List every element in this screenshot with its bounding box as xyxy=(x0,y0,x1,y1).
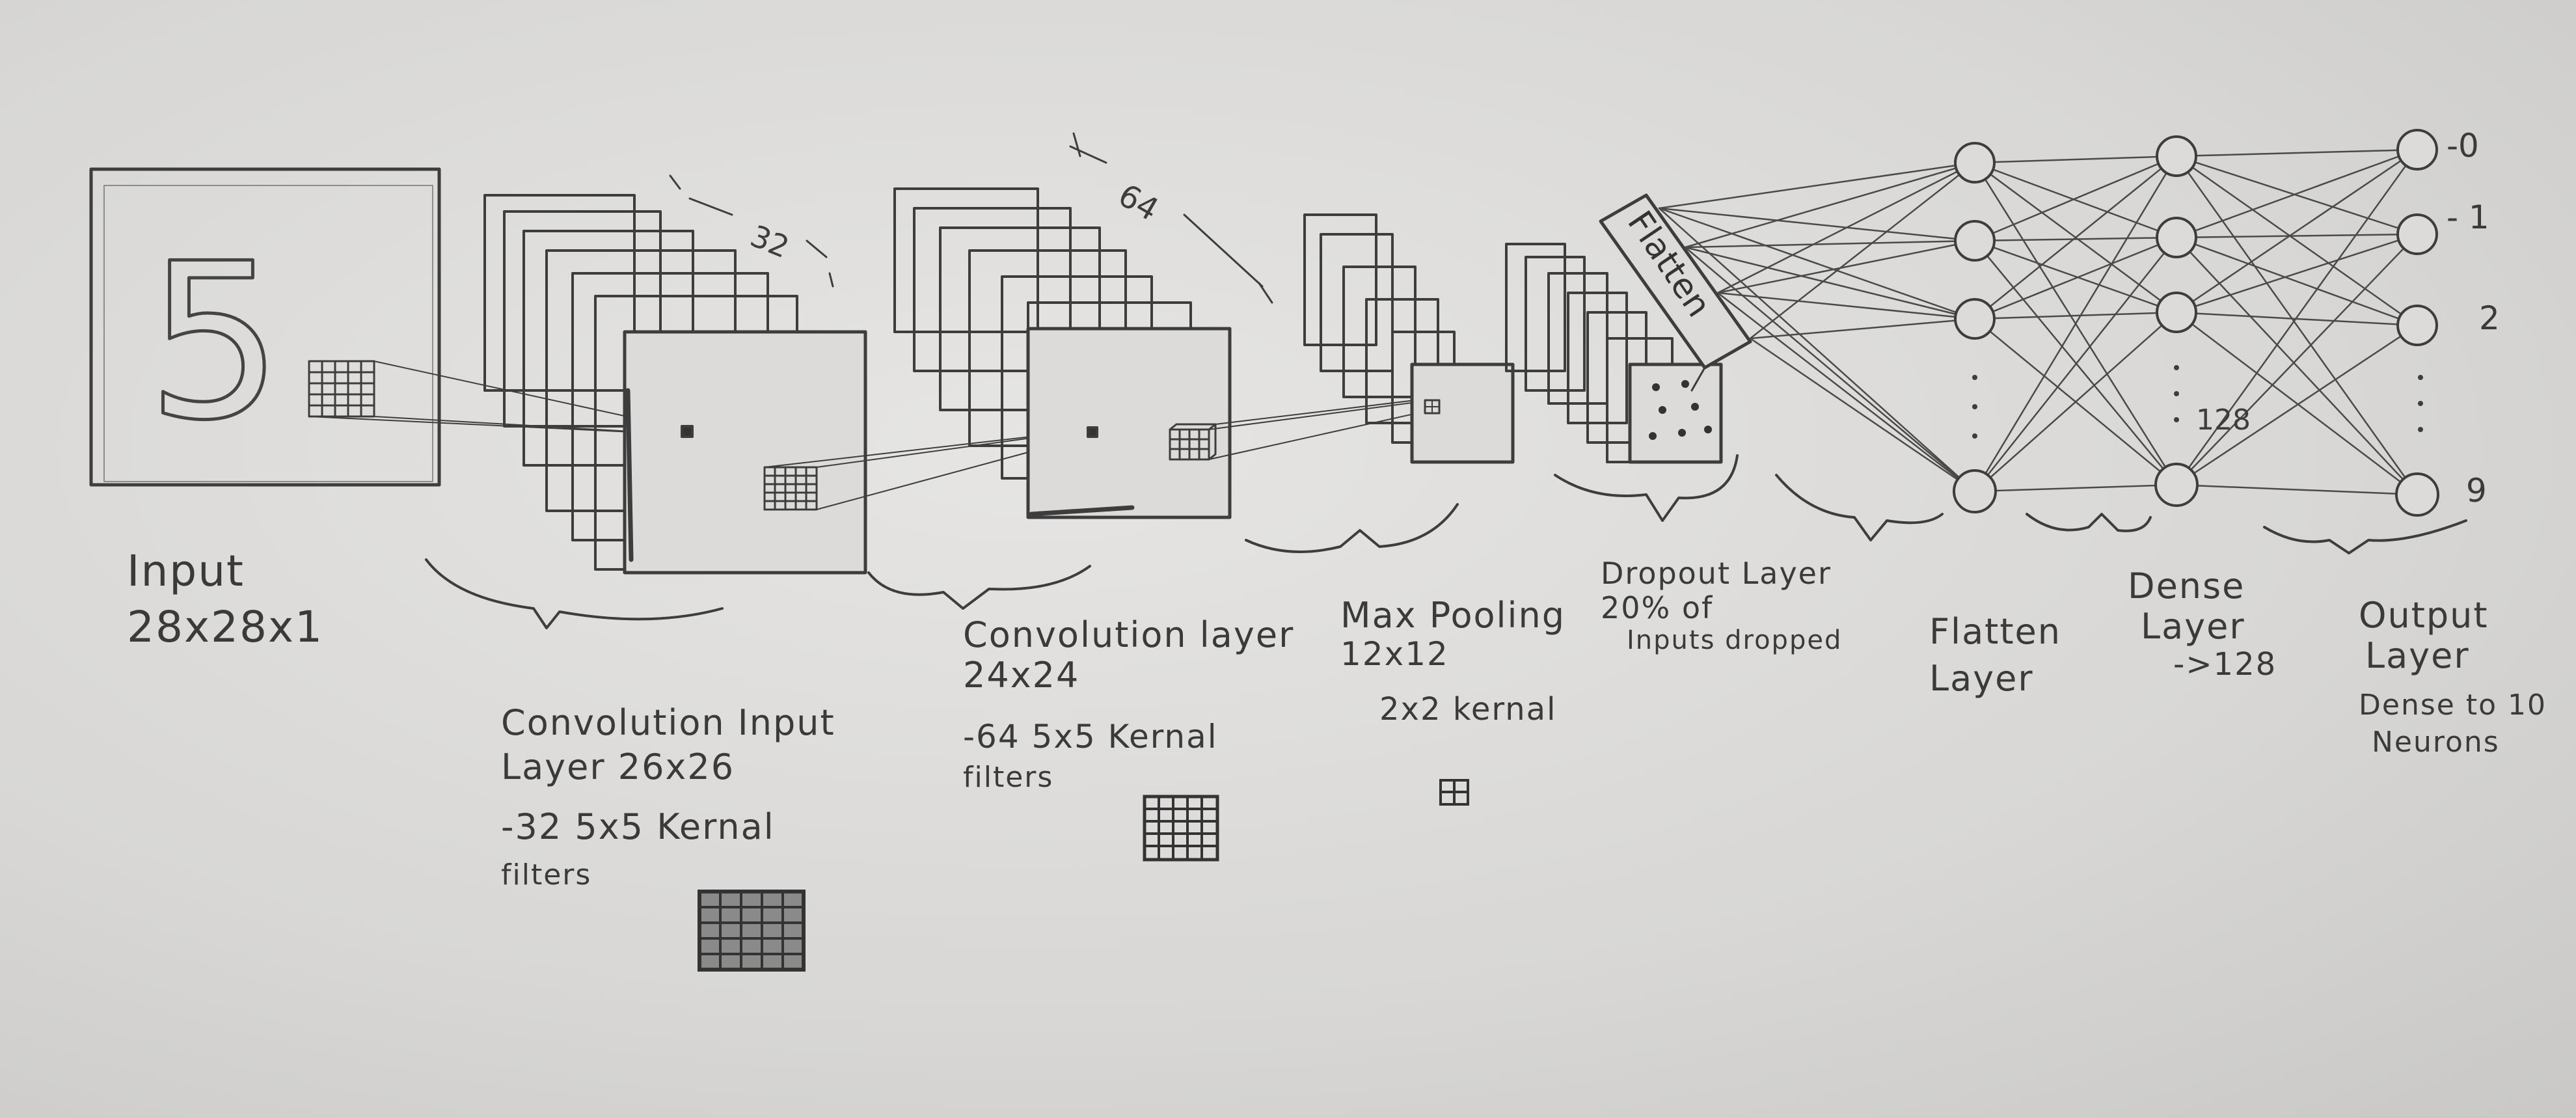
pool-feature-maps xyxy=(1305,215,1513,462)
output-label-0: -0 xyxy=(2447,127,2479,165)
input-kernel-grid xyxy=(309,361,374,416)
conv2-label-line1: Convolution layer xyxy=(963,615,1294,655)
flatten-neuron xyxy=(1954,470,1996,512)
dense-label: Dense Layer ->128 xyxy=(2128,566,2277,683)
output-label-2: 2 xyxy=(2479,299,2500,337)
conv1-label-line3: -32 5x5 Kernal xyxy=(501,807,835,847)
dense-label-line1: Dense xyxy=(2128,566,2277,607)
pool-brace xyxy=(1246,504,1457,552)
output-neuron xyxy=(2398,306,2437,345)
dense-neurons xyxy=(2156,137,2197,506)
conv1-depth-bracket xyxy=(670,176,833,286)
input-image: 5 xyxy=(91,169,686,485)
conv1-depth-label: 32 xyxy=(746,218,794,265)
conv2-label-line3: -64 5x5 Kernal xyxy=(963,718,1294,756)
flatten-label-line1: Flatten xyxy=(1929,612,2061,652)
dense-label-line3: ->128 xyxy=(2173,647,2277,683)
output-label-line3: Dense to 10 xyxy=(2359,689,2547,722)
input-label-title: Input xyxy=(127,547,323,596)
dropout-label-line1: Dropout Layer xyxy=(1601,556,1842,591)
output-label-9: 9 xyxy=(2466,472,2487,510)
conv2-label: Convolution layer 24x24 -64 5x5 Kernal f… xyxy=(963,615,1294,794)
conv2-feature-maps xyxy=(895,189,1230,517)
flatten-neuron xyxy=(1955,221,1994,260)
flatten-neuron xyxy=(1955,299,1994,338)
dropout-brace xyxy=(1555,456,1737,521)
output-neuron xyxy=(2398,215,2437,254)
conv2-brace xyxy=(869,566,1090,608)
pool-label-line1: Max Pooling xyxy=(1340,595,1566,636)
pool-filter-icon xyxy=(1438,778,1471,807)
conv1-feature-maps xyxy=(485,195,865,573)
dense-neuron xyxy=(2157,218,2196,257)
output-neuron xyxy=(2396,474,2438,515)
input-label: Input 28x28x1 xyxy=(127,547,323,652)
conv2-label-line4: filters xyxy=(963,761,1294,795)
dense-neuron xyxy=(2157,137,2196,176)
fc-connections xyxy=(1659,150,2417,495)
output-label-1: - 1 xyxy=(2447,198,2489,236)
flatten-label-line2: Layer xyxy=(1929,659,2061,699)
dense-neuron xyxy=(2156,464,2197,506)
flatten-label: Flatten Layer xyxy=(1929,612,2061,699)
input-digit: 5 xyxy=(146,217,283,467)
output-label-line1: Output xyxy=(2359,595,2547,636)
conv1-filter-icon xyxy=(696,888,807,973)
output-brace xyxy=(2264,521,2466,553)
dropout-label-line2: 20% of xyxy=(1601,591,1842,625)
conv1-label-line1: Convolution Input xyxy=(501,703,835,743)
output-label-line2: Layer xyxy=(2365,636,2547,676)
input-label-dims: 28x28x1 xyxy=(127,603,323,652)
dense-label-line2: Layer xyxy=(2141,607,2277,647)
dense-neuron xyxy=(2157,293,2196,332)
flatten-brace xyxy=(1776,475,1942,540)
conv2-projection-lines xyxy=(1209,398,1431,459)
pool-label-line3: 2x2 kernal xyxy=(1379,692,1566,728)
output-label-line4: Neurons xyxy=(2372,726,2547,759)
flatten-neurons xyxy=(1954,143,1996,512)
conv2-filter-icon xyxy=(1142,794,1220,862)
conv1-label-line4: filters xyxy=(501,859,835,892)
dropout-label: Dropout Layer 20% of Inputs dropped xyxy=(1601,556,1842,655)
dense-count-label: 128 xyxy=(2196,403,2251,437)
flatten-neuron xyxy=(1955,143,1994,182)
pool-label: Max Pooling 12x12 2x2 kernal xyxy=(1340,595,1566,728)
conv2-label-line2: 24x24 xyxy=(963,655,1294,696)
pool-label-line2: 12x12 xyxy=(1340,636,1566,674)
dense-brace xyxy=(2027,514,2150,531)
output-neurons xyxy=(2396,130,2438,515)
output-neuron xyxy=(2398,130,2437,169)
dropout-label-line3: Inputs dropped xyxy=(1627,625,1842,655)
conv2-depth-label: 64 xyxy=(1112,177,1165,228)
output-label: Output Layer Dense to 10 Neurons xyxy=(2359,595,2547,759)
conv1-label-line2: Layer 26x26 xyxy=(501,747,835,787)
conv1-label: Convolution Input Layer 26x26 -32 5x5 Ke… xyxy=(501,703,835,892)
